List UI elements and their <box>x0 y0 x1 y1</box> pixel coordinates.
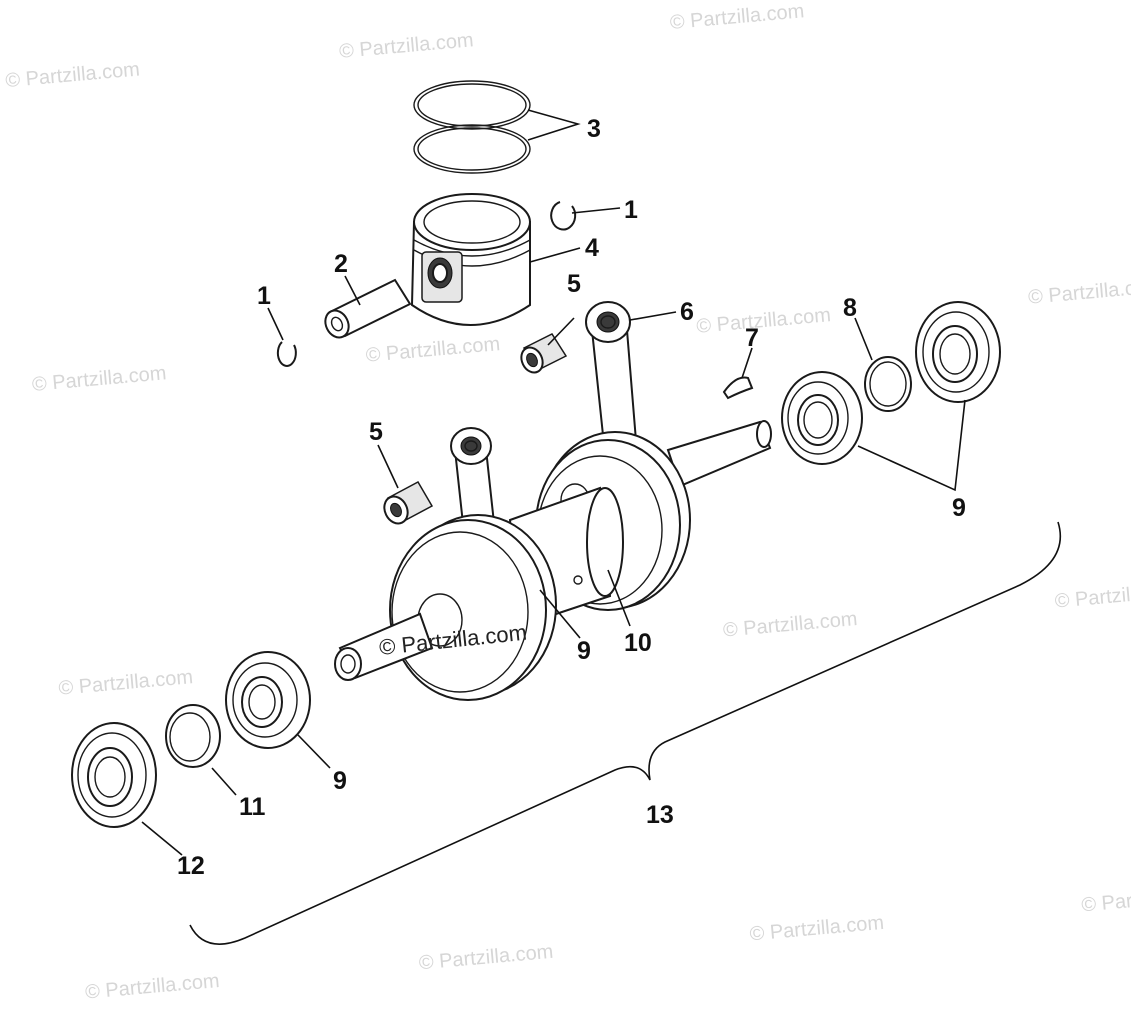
seal-right <box>915 301 1001 403</box>
circlip-left <box>276 341 297 367</box>
callout-5: 5 <box>369 418 383 446</box>
circlip-right <box>550 201 577 231</box>
watermark: © Partzilla.com <box>1080 883 1131 917</box>
callout-7: 7 <box>745 324 759 352</box>
callout-6: 6 <box>680 298 694 326</box>
callout-5: 5 <box>567 270 581 298</box>
callout-9: 9 <box>333 767 347 795</box>
watermark: © Partzilla.com <box>1054 579 1131 613</box>
callout-3: 3 <box>587 115 601 143</box>
callout-4: 4 <box>585 234 599 262</box>
callout-10: 10 <box>624 629 652 657</box>
watermark: © Partzilla.com <box>5 58 141 92</box>
watermark: © Partzilla.com <box>696 304 832 338</box>
callout-1: 1 <box>257 282 271 310</box>
callout-11: 11 <box>239 793 266 821</box>
spacer-ring <box>165 704 221 768</box>
watermark: © Partzilla.com <box>84 970 220 1004</box>
woodruff-key <box>722 376 754 400</box>
watermark: © Partzilla.com <box>338 29 474 63</box>
watermark: © Partzilla.com <box>1027 275 1131 309</box>
watermark: © Partzilla.com <box>31 362 167 396</box>
leader-lines <box>141 109 1062 945</box>
piston <box>410 193 531 326</box>
watermark: © Partzilla.com <box>669 0 805 34</box>
callout-2: 2 <box>334 250 348 278</box>
bearing-left <box>225 651 311 749</box>
watermark: © Partzilla.com <box>58 666 194 700</box>
callout-12: 12 <box>177 852 205 880</box>
watermark: © Partzilla.com <box>749 912 885 946</box>
watermark: © Partzilla.com <box>418 941 554 975</box>
callout-labels: 3 1 4 2 1 5 6 7 8 9 5 9 10 9 11 12 13 <box>177 115 966 880</box>
callout-8: 8 <box>843 294 857 322</box>
bearing-right <box>781 371 863 465</box>
watermark: © Partzilla.com <box>722 608 858 642</box>
callout-9: 9 <box>577 637 591 665</box>
seal-left <box>71 722 157 828</box>
piston-pin <box>324 278 412 339</box>
callout-13: 13 <box>646 801 674 829</box>
needle-bearing-upper <box>520 333 568 374</box>
watermark: © Partzilla.com <box>365 333 501 367</box>
callout-9: 9 <box>952 494 966 522</box>
shim-ring <box>864 356 912 412</box>
piston-rings <box>413 80 531 174</box>
callout-1: 1 <box>624 196 638 224</box>
needle-bearing-lower <box>383 480 434 525</box>
crankshaft <box>334 420 772 701</box>
watermark: © Partzilla.com <box>1001 0 1131 5</box>
